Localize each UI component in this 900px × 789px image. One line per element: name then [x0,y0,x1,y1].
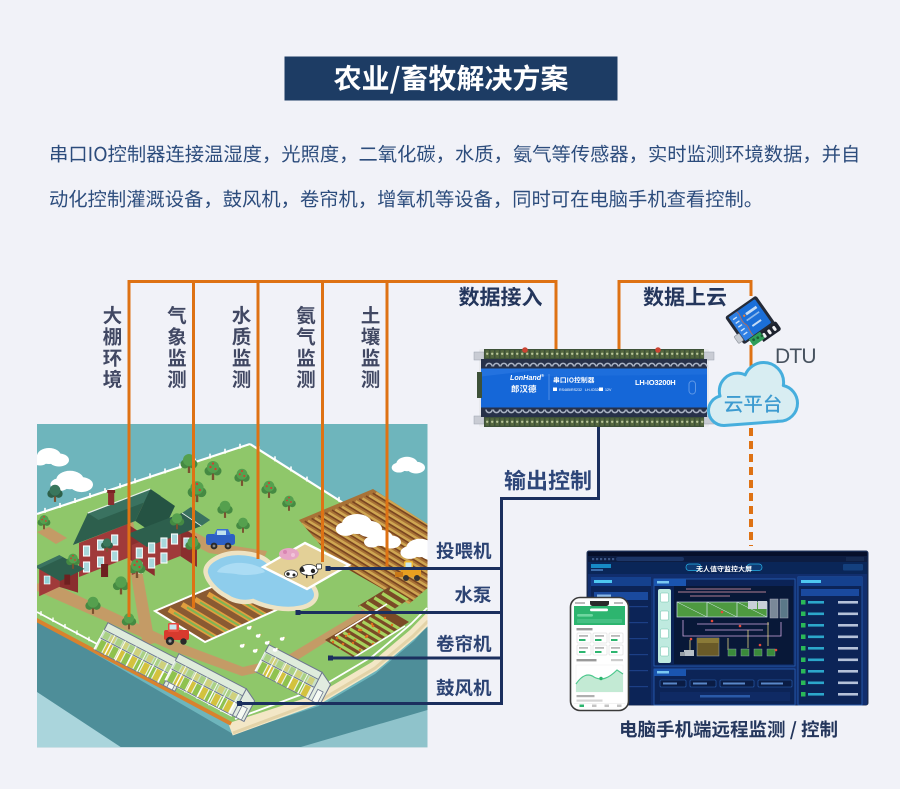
svg-text:12V: 12V [605,388,612,392]
svg-text:LonHand®: LonHand® [510,373,544,382]
svg-text:DTU: DTU [775,345,816,368]
svg-text:LH-IO3200H: LH-IO3200H [635,378,676,387]
svg-text:RS485/RS232 LH-IO3200: RS485/RS232 LH-IO3200 [559,388,603,392]
